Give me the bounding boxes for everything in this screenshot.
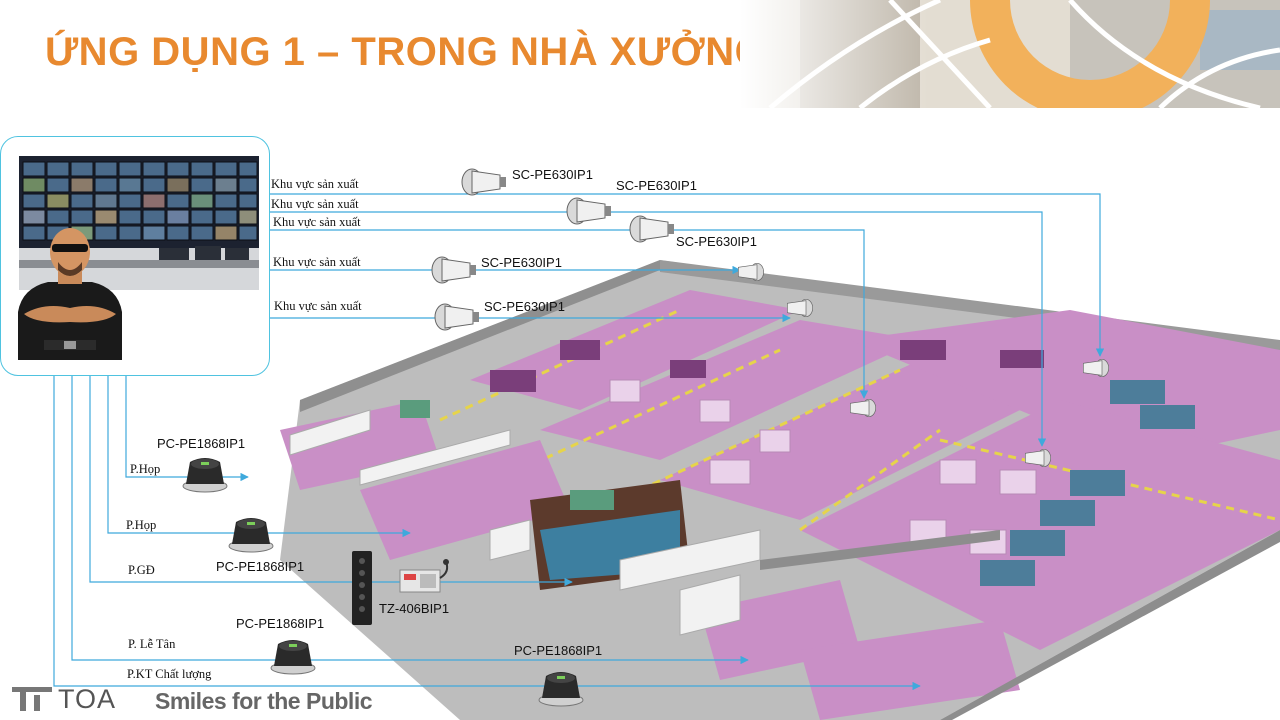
device-label-horn: SC-PE630IP1: [676, 234, 757, 249]
zone-label-meeting: P.Họp: [130, 462, 161, 476]
zone-label-production: Khu vực sản xuất: [273, 255, 361, 269]
zone-label-meeting: P.Họp: [126, 518, 157, 532]
zone-label-director: P.GĐ: [128, 563, 155, 577]
security-guard-image: [18, 228, 122, 360]
device-label-column: TZ-406BIP1: [379, 601, 450, 616]
device-label-horn: SC-PE630IP1: [481, 255, 562, 270]
zone-label-production: Khu vực sản xuất: [271, 177, 359, 191]
device-label-ceiling: PC-PE1868IP1: [216, 559, 305, 574]
header-decoration: [740, 0, 1280, 108]
column-speaker-icon: [352, 551, 372, 625]
brand-slogan: Smiles for the Public: [155, 688, 373, 714]
horn-speaker-icon: [787, 299, 813, 317]
factory-floor-illustration: [280, 260, 1280, 720]
horn-speaker-icon: [738, 263, 764, 281]
device-label-ceiling: PC-PE1868IP1: [514, 643, 603, 658]
page-title: ỨNG DỤNG 1 – TRONG NHÀ XƯỞNG: [45, 30, 767, 74]
ceiling-speaker-icon: [228, 518, 274, 553]
horn-speaker-icon: [566, 197, 611, 225]
zone-label-production: Khu vực sản xuất: [273, 215, 361, 229]
device-label-horn: SC-PE630IP1: [616, 178, 697, 193]
brand-name: TOA: [58, 684, 117, 714]
horn-speaker-icon: [431, 256, 476, 284]
toa-logo-icon: [12, 687, 52, 711]
ceiling-speaker-icon: [182, 458, 228, 493]
zone-label-production: Khu vực sản xuất: [274, 299, 362, 313]
zone-label-reception: P. Lễ Tân: [128, 637, 176, 651]
controller-unit-icon: [399, 559, 449, 593]
horn-speaker-icon: [1083, 359, 1109, 377]
device-label-ceiling: PC-PE1868IP1: [157, 436, 246, 451]
horn-speaker-icon: [1025, 449, 1051, 467]
horn-speaker-icon: [461, 168, 506, 196]
ceiling-speaker-icon: [538, 672, 584, 707]
device-label-ceiling: PC-PE1868IP1: [236, 616, 325, 631]
horn-speaker-icon: [629, 215, 674, 243]
zone-label-qc: P.KT Chất lượng: [127, 667, 212, 681]
horn-speaker-icon: [850, 399, 876, 417]
zone-label-production: Khu vực sản xuất: [271, 197, 359, 211]
horn-speaker-icon: [434, 303, 479, 331]
device-label-horn: SC-PE630IP1: [484, 299, 565, 314]
device-label-horn: SC-PE630IP1: [512, 167, 593, 182]
ceiling-speaker-icon: [270, 640, 316, 675]
